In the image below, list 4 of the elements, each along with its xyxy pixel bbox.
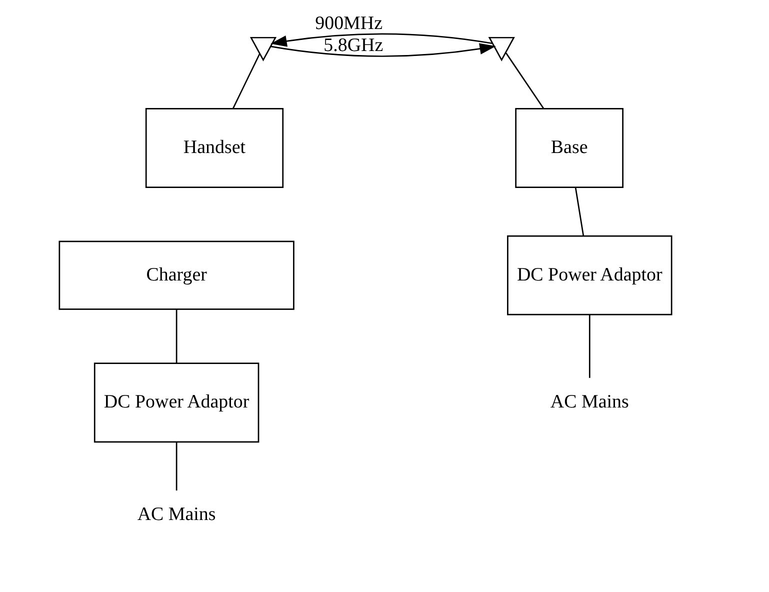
- node-text: AC Mains: [136, 504, 216, 526]
- edge-label: 900MHz: [314, 12, 382, 34]
- edge-label: 5.8GHz: [323, 35, 383, 56]
- node-text: AC Mains: [550, 392, 628, 413]
